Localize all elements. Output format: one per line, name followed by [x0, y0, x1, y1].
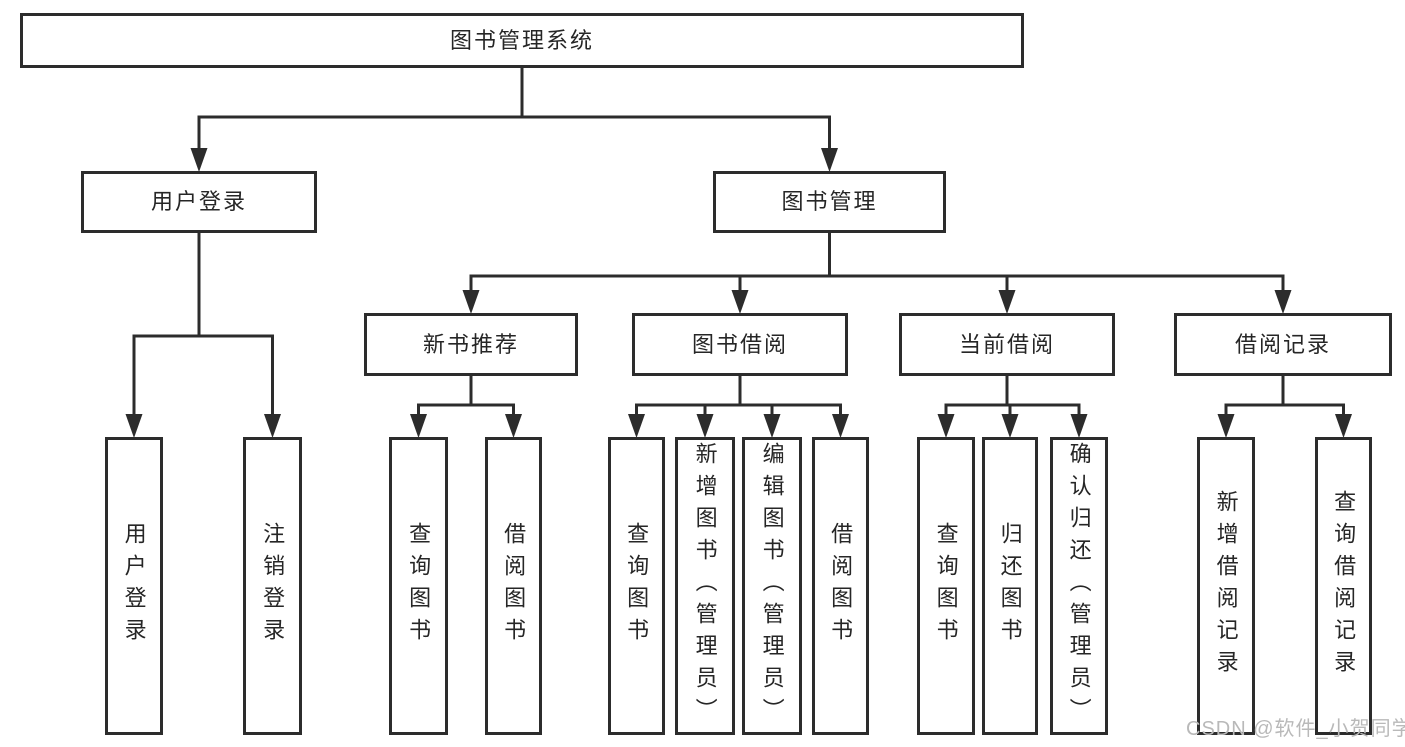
node-br-add-record: 新增借阅记录: [1197, 437, 1255, 735]
watermark-text: CSDN @软件_小贺同学: [1186, 718, 1405, 740]
node-bb-edit-books: 编辑图书（管理员）: [742, 437, 802, 735]
node-label: 当前借阅: [958, 331, 1055, 357]
node-label: 图书管理系统: [449, 27, 594, 53]
node-user-login: 用户登录: [81, 171, 317, 233]
node-label: 图书借阅: [691, 331, 788, 357]
node-bb-add-books: 新增图书（管理员）: [675, 437, 735, 735]
node-bb-borrow-books: 借阅图书: [812, 437, 869, 735]
node-br-query-record: 查询借阅记录: [1315, 437, 1372, 735]
node-book-borrow: 图书借阅: [632, 313, 848, 376]
node-cb-confirm-return: 确认归还（管理员）: [1050, 437, 1108, 735]
node-label: 图书管理: [781, 189, 878, 215]
node-label: 新增借阅记录: [1213, 490, 1239, 682]
node-label: 注销登录: [260, 522, 286, 650]
node-rec-query-books: 查询图书: [389, 437, 448, 735]
node-cb-query-books: 查询图书: [917, 437, 975, 735]
node-label: 新书推荐: [422, 331, 519, 357]
node-rec-borrow-books: 借阅图书: [485, 437, 542, 735]
node-root: 图书管理系统: [20, 13, 1024, 68]
node-login: 用户登录: [105, 437, 163, 735]
node-label: 借阅记录: [1234, 331, 1331, 357]
node-logout: 注销登录: [243, 437, 302, 735]
node-label: 确认归还（管理员）: [1066, 442, 1092, 730]
node-borrow-records: 借阅记录: [1174, 313, 1392, 376]
node-label: 编辑图书（管理员）: [759, 442, 785, 730]
node-bb-query-books: 查询图书: [608, 437, 665, 735]
node-label: 借阅图书: [828, 522, 854, 650]
node-new-book-rec: 新书推荐: [364, 313, 578, 376]
node-label: 查询图书: [933, 522, 959, 650]
node-book-mgmt: 图书管理: [713, 171, 946, 233]
node-cb-return-books: 归还图书: [982, 437, 1038, 735]
node-label: 用户登录: [150, 189, 247, 215]
node-label: 查询图书: [624, 522, 650, 650]
node-label: 用户登录: [121, 522, 147, 650]
node-current-borrow: 当前借阅: [899, 313, 1115, 376]
node-label: 新增图书（管理员）: [692, 442, 718, 730]
node-label: 查询图书: [406, 522, 432, 650]
node-label: 借阅图书: [501, 522, 527, 650]
node-label: 归还图书: [997, 522, 1023, 650]
node-label: 查询借阅记录: [1331, 490, 1357, 682]
